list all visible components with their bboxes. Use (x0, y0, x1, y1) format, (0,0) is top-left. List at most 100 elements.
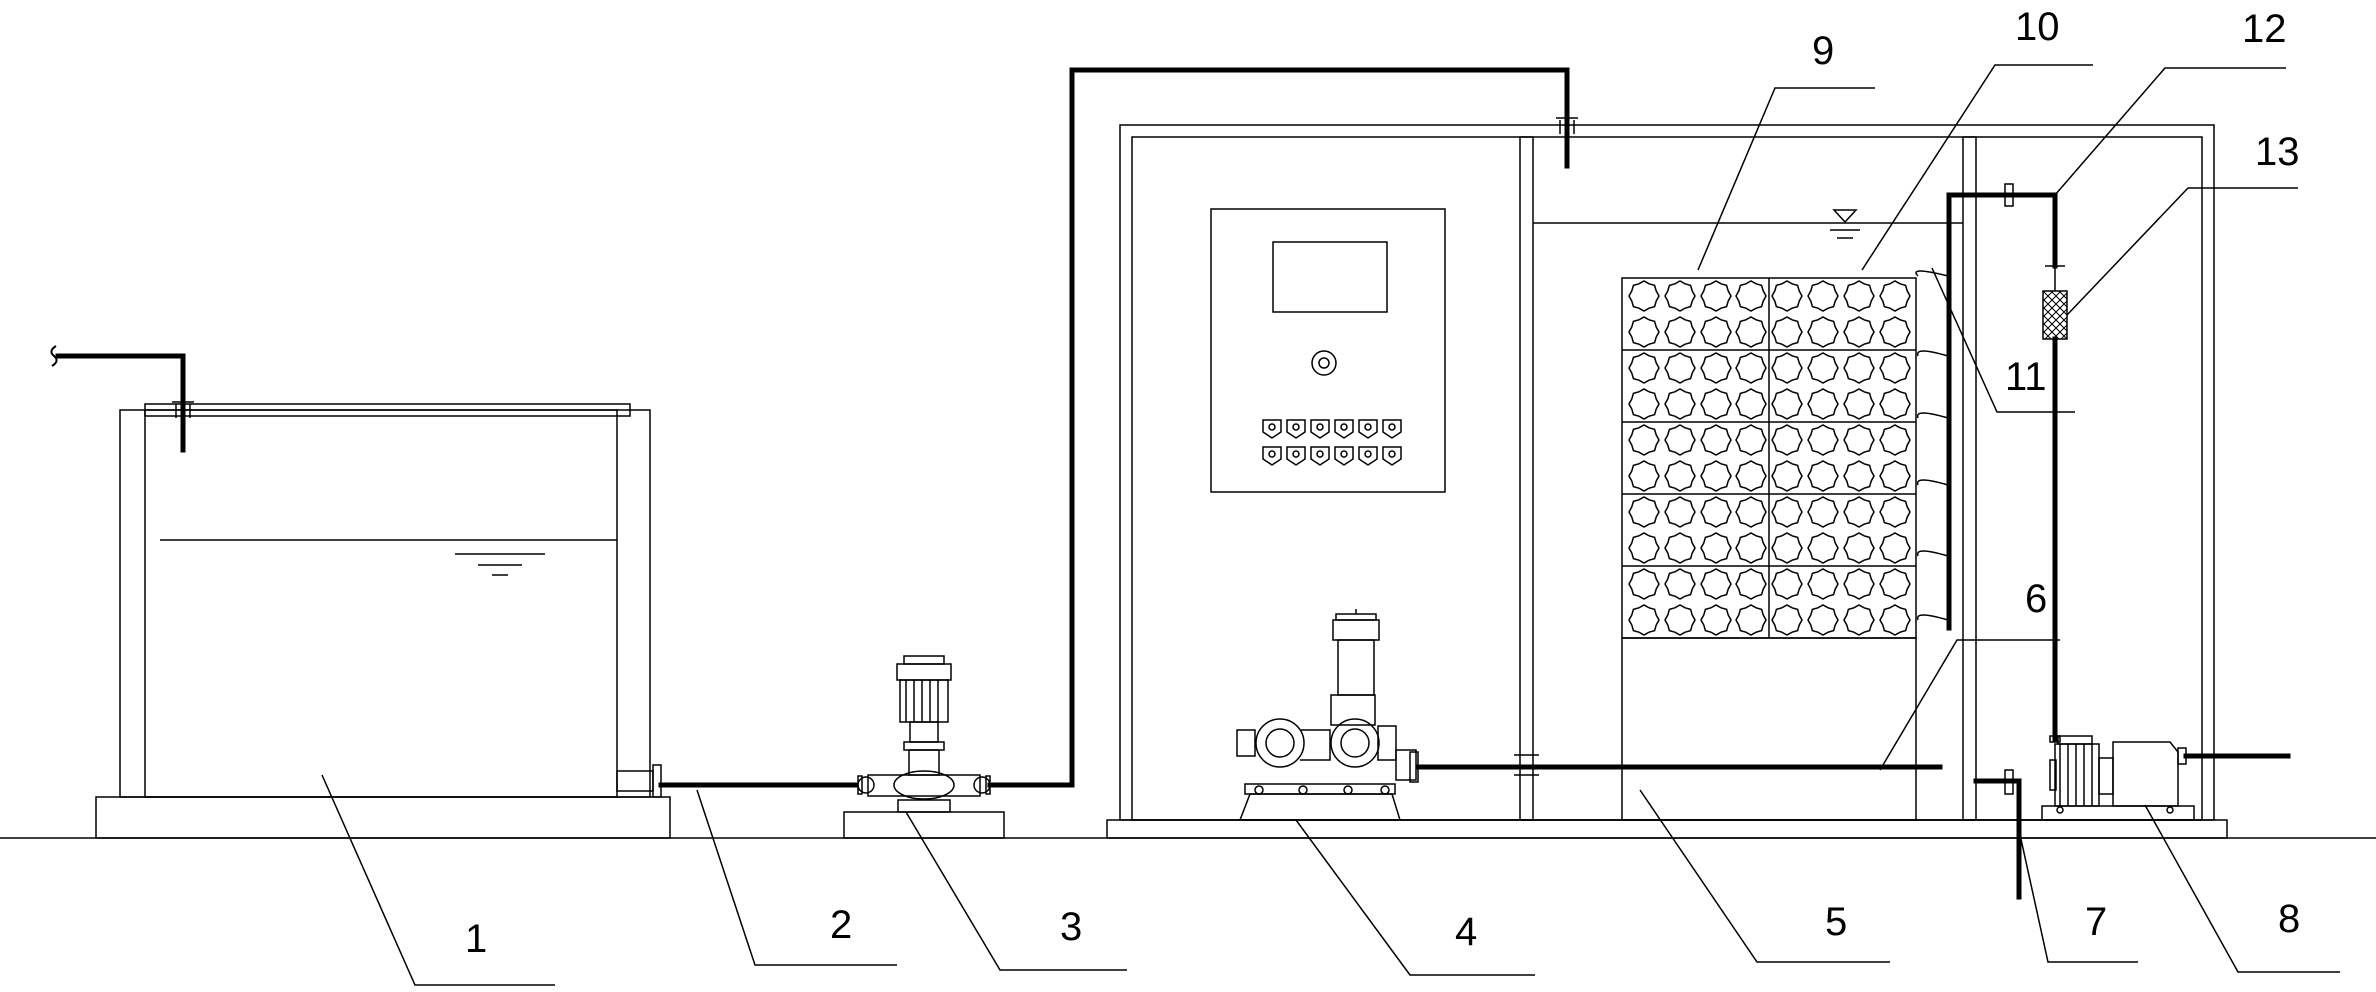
media-ball (1628, 388, 1660, 420)
media-ball (1771, 568, 1803, 600)
switch-knob (1388, 450, 1396, 458)
media-ball (1735, 496, 1767, 528)
label-2: 2 (830, 903, 852, 947)
panel-switch (1382, 419, 1402, 439)
switch-knob (1316, 423, 1324, 431)
media-ball (1735, 316, 1767, 348)
filler-media-balls (1628, 280, 1911, 636)
media-ball (1807, 532, 1839, 564)
media-ball (1879, 424, 1911, 456)
label-10: 10 (2015, 5, 2060, 49)
aeration-pipe (1915, 183, 2058, 631)
media-ball (1664, 388, 1696, 420)
panel-switch (1262, 419, 1282, 439)
pump-to-unit-pipe (987, 67, 1570, 788)
switch-row-upper (1262, 419, 1402, 439)
panel-switch (1382, 446, 1402, 466)
media-ball (1735, 532, 1767, 564)
discharge-pump (2041, 735, 2195, 821)
label-7: 7 (2085, 900, 2107, 944)
media-ball (1771, 424, 1803, 456)
label-11: 11 (2005, 355, 2047, 399)
media-ball (1664, 460, 1696, 492)
media-ball (1628, 532, 1660, 564)
media-ball (1735, 460, 1767, 492)
control-panel (1210, 208, 1446, 493)
tank-inlet-pipe (55, 353, 186, 453)
label-12: 12 (2242, 7, 2287, 51)
media-ball (1807, 496, 1839, 528)
break-symbol (50, 345, 58, 367)
water-level-symbol (1830, 209, 1860, 239)
media-ball (1807, 568, 1839, 600)
media-ball (1879, 496, 1911, 528)
switch-knob (1340, 450, 1348, 458)
media-ball (1700, 460, 1732, 492)
panel-switch (1334, 419, 1354, 439)
panel-switch (1262, 446, 1282, 466)
media-ball (1879, 604, 1911, 636)
switch-knob (1364, 423, 1372, 431)
media-ball (1807, 460, 1839, 492)
media-ball (1664, 496, 1696, 528)
media-ball (1664, 604, 1696, 636)
media-ball (1700, 352, 1732, 384)
switch-knob (1364, 450, 1372, 458)
media-ball (1664, 316, 1696, 348)
label-6: 6 (2025, 577, 2047, 621)
media-ball (1700, 316, 1732, 348)
media-ball (1735, 352, 1767, 384)
media-ball (1843, 424, 1875, 456)
panel-switch (1310, 419, 1330, 439)
media-ball (1843, 496, 1875, 528)
media-ball (1771, 388, 1803, 420)
media-ball (1771, 280, 1803, 312)
media-ball (1700, 280, 1732, 312)
media-ball (1700, 496, 1732, 528)
media-ball (1843, 388, 1875, 420)
media-ball (1664, 568, 1696, 600)
media-ball (1879, 532, 1911, 564)
label-5: 5 (1825, 900, 1847, 944)
switch-knob (1292, 450, 1300, 458)
switch-knob (1388, 423, 1396, 431)
media-ball (1771, 532, 1803, 564)
media-ball (1807, 604, 1839, 636)
switch-knob (1316, 450, 1324, 458)
panel-switch (1286, 446, 1306, 466)
media-ball (1771, 496, 1803, 528)
media-ball (1843, 604, 1875, 636)
media-ball (1700, 388, 1732, 420)
switch-row-lower (1262, 446, 1402, 466)
filler-module (1621, 277, 1917, 639)
media-ball (1771, 604, 1803, 636)
label-9: 9 (1812, 29, 1834, 73)
media-ball (1807, 316, 1839, 348)
media-ball (1700, 568, 1732, 600)
media-ball (1879, 280, 1911, 312)
media-ball (1879, 388, 1911, 420)
media-ball (1628, 316, 1660, 348)
air-filter (2042, 290, 2068, 340)
label-8: 8 (2278, 897, 2300, 941)
media-ball (1700, 532, 1732, 564)
media-ball (1879, 568, 1911, 600)
media-ball (1879, 316, 1911, 348)
media-ball (1879, 460, 1911, 492)
media-ball (1807, 280, 1839, 312)
switch-knob (1268, 450, 1276, 458)
label-1: 1 (465, 917, 487, 961)
media-ball (1843, 460, 1875, 492)
leader-lines (321, 64, 2340, 986)
media-ball (1628, 604, 1660, 636)
media-ball (1735, 424, 1767, 456)
media-ball (1700, 604, 1732, 636)
media-ball (1843, 568, 1875, 600)
media-ball (1807, 388, 1839, 420)
media-ball (1700, 424, 1732, 456)
media-ball (1628, 460, 1660, 492)
media-ball (1843, 532, 1875, 564)
label-13: 13 (2255, 130, 2300, 174)
switch-knob (1340, 423, 1348, 431)
media-ball (1735, 568, 1767, 600)
